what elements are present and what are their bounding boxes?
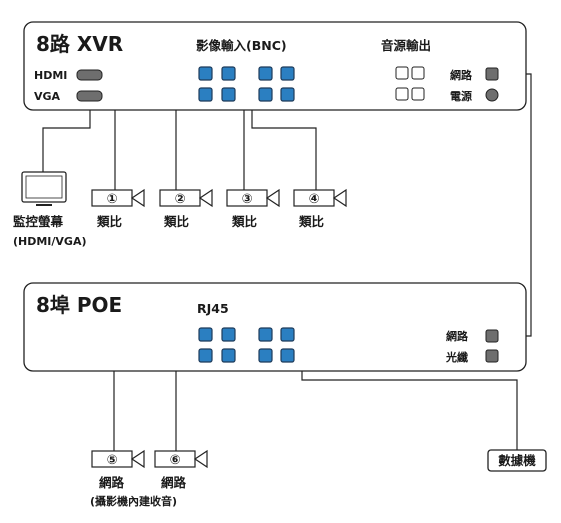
power-label: 電源 — [450, 89, 472, 103]
line-vga-monitor — [42, 96, 91, 172]
xvr-network-label: 網路 — [450, 68, 473, 82]
poe-box — [23, 282, 527, 372]
camera-6: ⑥ 網路 — [154, 449, 208, 490]
poe-switch: 8埠 POE RJ45 網路 光纖 — [23, 282, 527, 372]
bnc-port-2 — [221, 66, 236, 81]
connection-lines — [42, 72, 532, 451]
hdmi-label: HDMI — [34, 69, 67, 82]
camera-label: 網路 — [161, 475, 187, 490]
xvr-device: 8路 XVR 影像輸入(BNC) 音源輸出 HDMI VGA 網路 電源 — [23, 21, 527, 111]
bnc-port-4 — [280, 66, 295, 81]
rj45-port-1 — [198, 327, 213, 342]
camera-number: ① — [106, 192, 117, 207]
vga-port — [76, 90, 103, 102]
camera-lens — [130, 188, 145, 208]
camera-3: ③ 類比 — [226, 188, 280, 229]
bnc-port-6 — [221, 87, 236, 102]
audio-port-4 — [411, 87, 425, 101]
bnc-port-7 — [258, 87, 273, 102]
camera-label: 類比 — [163, 214, 190, 229]
hdmi-port — [76, 69, 103, 81]
poe-network-port — [485, 329, 499, 343]
camera-label: 類比 — [96, 214, 123, 229]
modem: 數據機 — [487, 449, 547, 472]
camera-lens — [265, 188, 280, 208]
rj45-port-8 — [280, 348, 295, 363]
camera-lens — [193, 449, 208, 469]
camera-number: ② — [174, 192, 185, 207]
fiber-label: 光纖 — [445, 350, 468, 364]
audio-output-label: 音源輸出 — [381, 38, 431, 53]
camera-lens — [198, 188, 213, 208]
audio-port-1 — [395, 66, 409, 80]
camera-number: ③ — [241, 192, 252, 207]
video-input-label: 影像輸入(BNC) — [196, 38, 287, 53]
poe-title: 8埠 POE — [36, 293, 122, 317]
camera-4: ④ 類比 — [293, 188, 347, 229]
xvr-title: 8路 XVR — [36, 32, 123, 56]
rj45-port-2 — [221, 327, 236, 342]
audio-ports — [395, 66, 425, 101]
vga-label: VGA — [34, 90, 61, 103]
power-port — [485, 88, 499, 102]
camera-lens — [130, 449, 145, 469]
rj45-port-7 — [258, 348, 273, 363]
camera-number: ⑤ — [106, 453, 117, 468]
modem-label: 數據機 — [498, 453, 536, 468]
monitor-sublabel: (HDMI/VGA) — [13, 235, 87, 248]
bnc-ports — [198, 66, 295, 102]
bnc-port-5 — [198, 87, 213, 102]
audio-port-3 — [395, 87, 409, 101]
monitor-inner-screen — [25, 175, 63, 199]
audio-port-2 — [411, 66, 425, 80]
rj45-port-4 — [280, 327, 295, 342]
modem-box — [487, 449, 547, 472]
monitor-label: 監控螢幕 — [13, 214, 64, 229]
bnc-port-8 — [280, 87, 295, 102]
rj45-port-3 — [258, 327, 273, 342]
fiber-port — [485, 349, 499, 363]
camera-label: 類比 — [298, 214, 325, 229]
camera-number: ⑥ — [169, 453, 180, 468]
camera-1: ① 類比 — [91, 188, 145, 229]
camera-number: ④ — [308, 192, 319, 207]
rj45-port-6 — [221, 348, 236, 363]
rj45-ports — [198, 327, 295, 363]
bnc-port-1 — [198, 66, 213, 81]
monitor: 監控螢幕 (HDMI/VGA) — [13, 171, 87, 248]
bnc-port-3 — [258, 66, 273, 81]
rj45-label: RJ45 — [197, 301, 229, 316]
xvr-network-port — [485, 67, 499, 81]
poe-network-label: 網路 — [446, 329, 469, 343]
ip-camera-note: (攝影機內建收音) — [90, 494, 177, 508]
rj45-port-5 — [198, 348, 213, 363]
camera-label: 類比 — [231, 214, 258, 229]
camera-5: ⑤ 網路 — [91, 449, 145, 490]
camera-lens — [332, 188, 347, 208]
camera-label: 網路 — [99, 475, 125, 490]
camera-2: ② 類比 — [159, 188, 213, 229]
